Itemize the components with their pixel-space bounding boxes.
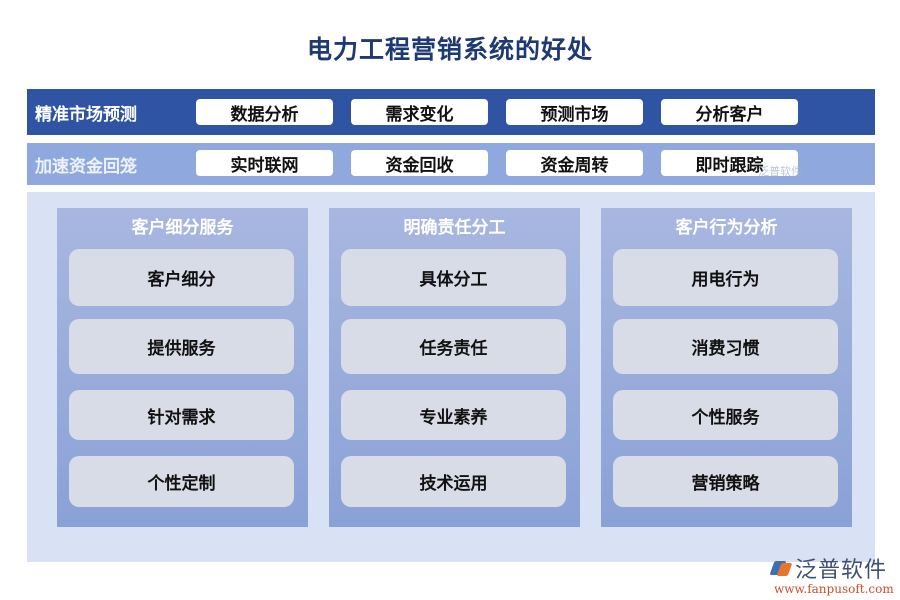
column-responsibility: 明确责任分工 具体分工 任务责任 专业素养 技术运用 xyxy=(329,208,580,527)
chip: 实时联网 xyxy=(196,150,333,176)
logo-mark-icon xyxy=(770,557,792,579)
card: 用电行为 xyxy=(613,249,838,306)
chip: 数据分析 xyxy=(196,99,333,125)
chip: 预测市场 xyxy=(506,99,643,125)
column-customer-behavior: 客户行为分析 用电行为 消费习惯 个性服务 营销策略 xyxy=(601,208,852,527)
card: 营销策略 xyxy=(613,456,838,507)
watermark: 泛普软件 xyxy=(758,165,802,178)
chip: 资金周转 xyxy=(506,150,643,176)
chip: 资金回收 xyxy=(351,150,488,176)
card: 客户细分 xyxy=(69,249,294,306)
chip: 需求变化 xyxy=(351,99,488,125)
chip: 即时跟踪 xyxy=(661,150,798,176)
column-customer-segmentation: 客户细分服务 客户细分 提供服务 针对需求 个性定制 xyxy=(57,208,308,527)
logo-url: www.fanpusoft.com xyxy=(774,582,894,596)
row-label: 加速资金回笼 xyxy=(35,156,137,177)
benefit-row-fund-recovery: 加速资金回笼 实时联网 资金回收 资金周转 即时跟踪 xyxy=(27,143,875,185)
column-title: 客户行为分析 xyxy=(675,218,778,238)
card: 任务责任 xyxy=(341,319,566,374)
card: 消费习惯 xyxy=(613,319,838,374)
chip: 分析客户 xyxy=(661,99,798,125)
brand-logo: 泛普软件 www.fanpusoft.com xyxy=(770,552,894,596)
page-title: 电力工程营销系统的好处 xyxy=(306,35,593,64)
column-title: 明确责任分工 xyxy=(403,218,506,238)
card: 提供服务 xyxy=(69,319,294,374)
card: 个性定制 xyxy=(69,456,294,507)
benefit-row-market-forecast: 精准市场预测 数据分析 需求变化 预测市场 分析客户 xyxy=(27,89,875,135)
row-label: 精准市场预测 xyxy=(35,104,137,125)
card: 针对需求 xyxy=(69,390,294,440)
card: 个性服务 xyxy=(613,390,838,440)
card: 技术运用 xyxy=(341,456,566,507)
logo-name: 泛普软件 xyxy=(795,558,888,583)
card: 具体分工 xyxy=(341,249,566,306)
column-title: 客户细分服务 xyxy=(131,218,234,238)
card: 专业素养 xyxy=(341,390,566,440)
columns-panel: 客户细分服务 客户细分 提供服务 针对需求 个性定制 明确责任分工 具体分工 任… xyxy=(27,192,875,562)
